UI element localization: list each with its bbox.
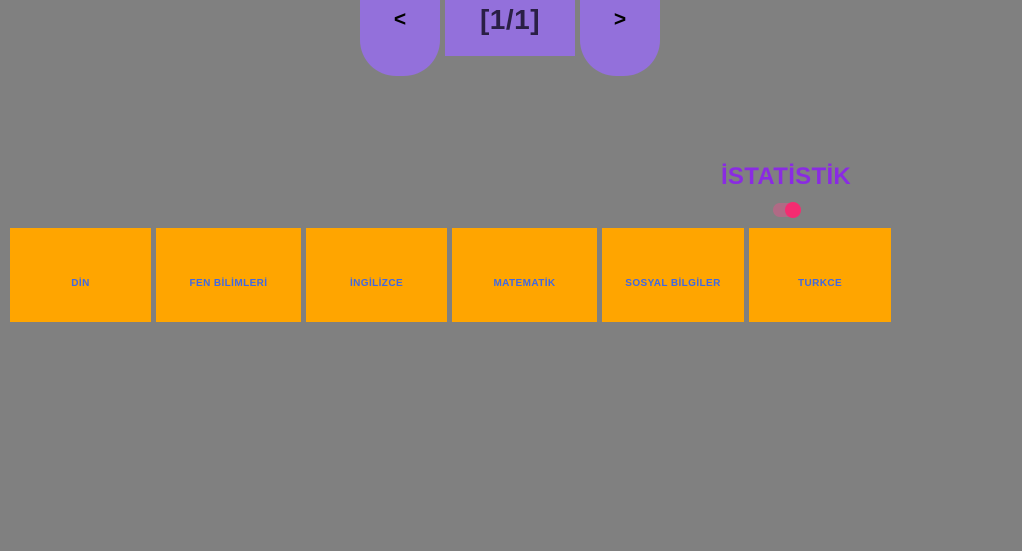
pagination-controls: < [1/1] > — [360, 0, 660, 76]
toggle-knob — [785, 202, 801, 218]
subject-card-label: TURKCE — [797, 277, 843, 289]
page-indicator: [1/1] — [445, 0, 575, 56]
subject-card-row: DİN FEN BİLİMLERİ İNGİLİZCE MATEMATİK SOSYAL… — [10, 228, 891, 322]
statistics-section: İSTATİSTİK — [721, 163, 851, 218]
subject-card-label: İNGİLİZCE — [349, 277, 404, 289]
subject-card-label: MATEMATİK — [493, 277, 556, 289]
statistics-title: İSTATİSTİK — [720, 163, 852, 190]
subject-card[interactable]: FEN BİLİMLERİ — [156, 228, 301, 322]
subject-card[interactable]: İNGİLİZCE — [306, 228, 447, 322]
subject-card[interactable]: MATEMATİK — [452, 228, 597, 322]
previous-page-button[interactable]: < — [360, 0, 440, 76]
statistics-toggle-switch[interactable] — [773, 202, 801, 218]
subject-card-label: DİN — [71, 277, 90, 289]
subject-card-label: FEN BİLİMLERİ — [189, 277, 268, 289]
subject-card[interactable]: DİN — [10, 228, 151, 322]
subject-card[interactable]: TURKCE — [749, 228, 891, 322]
subject-card[interactable]: SOSYAL BİLGİLER — [602, 228, 744, 322]
subject-card-label: SOSYAL BİLGİLER — [625, 277, 721, 289]
next-page-button[interactable]: > — [580, 0, 660, 76]
